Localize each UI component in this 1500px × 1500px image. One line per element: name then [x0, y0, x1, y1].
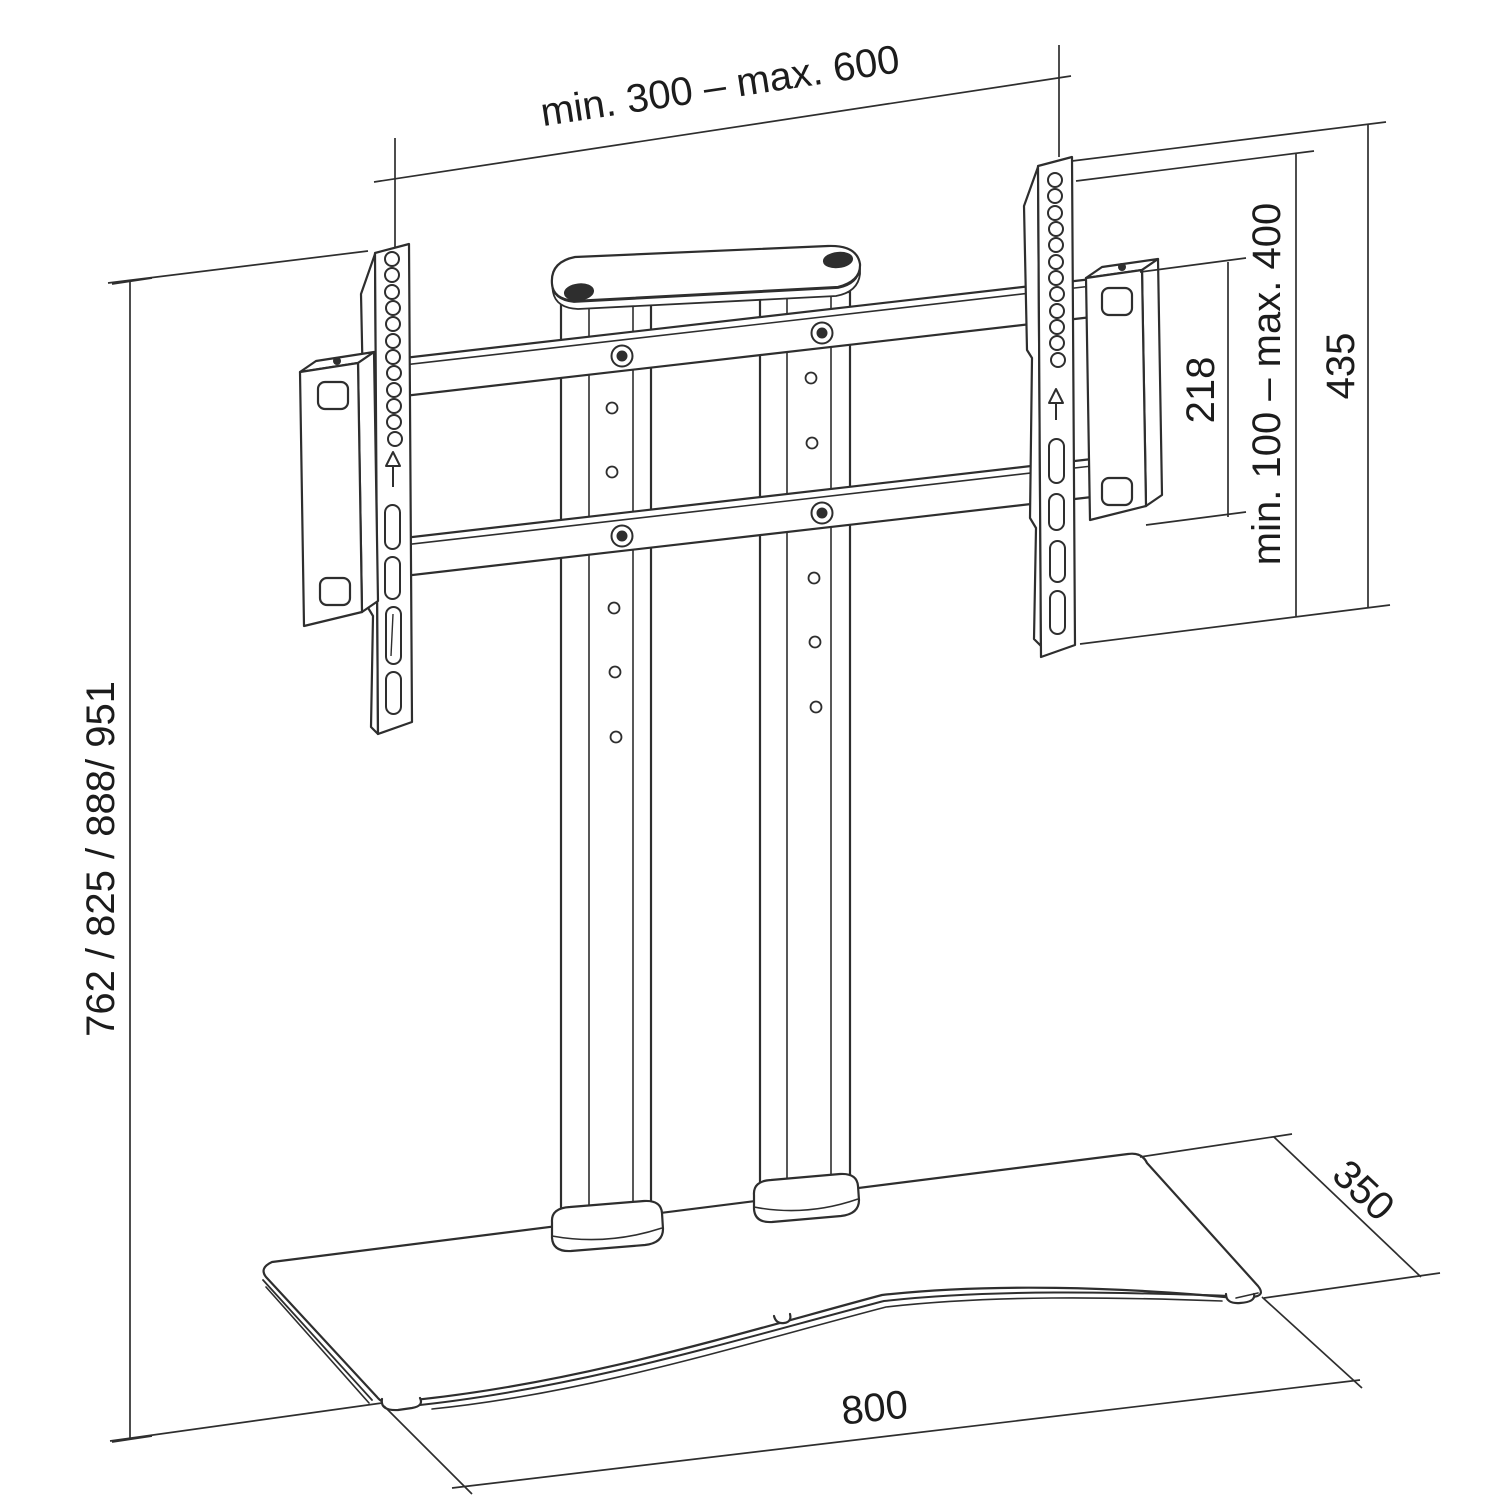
right-vesa-rail	[1022, 155, 1077, 659]
right-column-adjust-holes	[804, 371, 823, 714]
dim-vesa-plate-span	[1139, 257, 1247, 526]
dim-rail-height	[1071, 121, 1391, 645]
label-vesa-plate-span: 218	[1179, 357, 1223, 424]
label-base-width: 800	[839, 1383, 910, 1434]
dimension-annotations	[107, 45, 1441, 1495]
base-arch-edge	[419, 1291, 1231, 1406]
dim-top-width	[373, 45, 1072, 247]
dimension-labels: min. 300 – max. 600 762 / 825 / 888/ 951…	[79, 37, 1403, 1433]
dim-base-depth	[1139, 1133, 1441, 1299]
left-clamp-lower-window	[318, 576, 352, 607]
base-center-foot	[772, 1312, 792, 1325]
left-clamp-bracket	[298, 350, 380, 628]
label-rail-height: 435	[1319, 333, 1363, 400]
left-rail-up-arrow-icon	[385, 451, 401, 487]
label-vesa-height-range: min. 100 – max. 400	[1245, 203, 1289, 565]
label-base-depth: 350	[1324, 1152, 1403, 1230]
right-column-collar	[752, 1172, 861, 1224]
label-top-width: min. 300 – max. 600	[538, 37, 903, 135]
top-cap-face	[550, 244, 862, 303]
left-column-adjust-holes	[605, 401, 623, 744]
dim-height-left	[107, 250, 383, 1443]
right-clamp-lower-window	[1100, 476, 1134, 507]
left-column	[550, 300, 665, 1253]
dim-vesa-height-range	[1075, 150, 1315, 616]
left-rail-holes	[384, 251, 403, 447]
right-rail-holes	[1047, 172, 1066, 368]
base-left-foot	[380, 1396, 423, 1412]
cap-left-hole	[563, 283, 595, 301]
right-clamp-front-face	[1084, 268, 1148, 522]
lower-crossbar	[358, 457, 1094, 583]
lower-crossbar-screws	[610, 501, 834, 548]
glass-base	[262, 1152, 1262, 1412]
label-height-options: 762 / 825 / 888/ 951	[79, 681, 123, 1037]
dim-base-width	[383, 1296, 1363, 1495]
right-rail-up-arrow-icon	[1048, 388, 1064, 420]
right-clamp-screw	[1118, 263, 1126, 271]
right-clamp-bracket	[1084, 257, 1164, 522]
top-cap-plate	[550, 244, 862, 310]
right-column	[752, 290, 861, 1224]
upper-crossbar-screws	[610, 321, 834, 368]
left-column-collar	[550, 1199, 665, 1253]
cap-right-hole	[822, 251, 854, 269]
right-rail-side-flap	[1022, 165, 1043, 648]
left-clamp-front-face	[298, 361, 364, 628]
crossbars	[358, 277, 1094, 583]
left-clamp-upper-window	[316, 380, 350, 411]
right-clamp-upper-window	[1100, 286, 1134, 317]
support-columns	[550, 290, 861, 1253]
left-rail-slots	[384, 504, 402, 715]
right-rail-slots	[1048, 438, 1066, 635]
left-clamp-screw	[333, 357, 341, 365]
